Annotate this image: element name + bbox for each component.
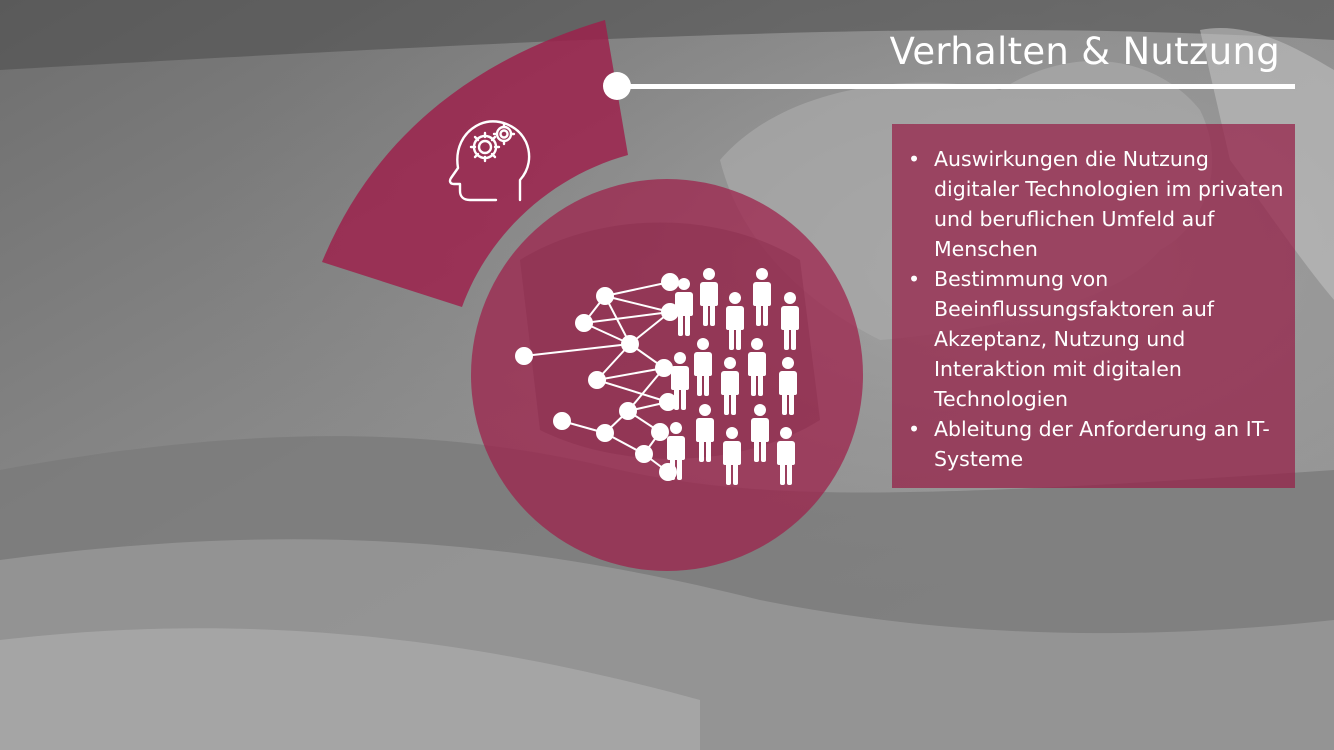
slide-title: Verhalten & Nutzung [889, 30, 1280, 73]
bullet-item: Auswirkungen die Nutzung digitaler Techn… [902, 144, 1285, 264]
title-underline [620, 84, 1295, 89]
head-gears-icon [448, 120, 531, 202]
sector-shape [322, 20, 628, 307]
network-graph [515, 273, 679, 481]
bullet-item: Bestimmung von Beeinflussungsfaktoren au… [902, 264, 1285, 414]
title-connector-dot [603, 72, 631, 100]
bullet-item: Ableitung der Anforderung an IT-Systeme [902, 414, 1285, 474]
bullet-box: Auswirkungen die Nutzung digitaler Techn… [892, 124, 1295, 488]
bullet-list: Auswirkungen die Nutzung digitaler Techn… [902, 144, 1285, 474]
